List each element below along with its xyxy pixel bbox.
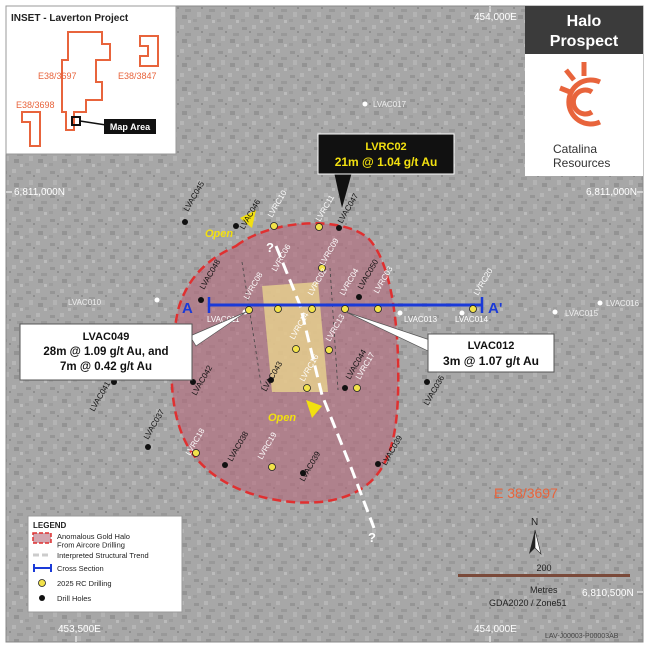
hole-label: LVAC011	[207, 315, 240, 324]
rc-hole	[353, 384, 361, 392]
hole-label: LVAC016	[606, 299, 640, 308]
hole-label: LVAC010	[68, 298, 102, 307]
section-label-a-prime: A'	[488, 300, 502, 317]
section-label-a: A	[182, 300, 193, 317]
drill-hole	[233, 223, 239, 229]
hole-label: LVAC017	[373, 100, 407, 109]
callout-lvrc02-title: LVRC02	[365, 141, 406, 153]
rc-hole	[315, 223, 323, 231]
rc-hole	[325, 346, 333, 354]
open-label-south: Open	[268, 412, 296, 424]
inset-tenement-sw	[21, 111, 41, 147]
rc-hole	[292, 345, 300, 353]
rc-hole	[274, 305, 282, 313]
drill-hole	[300, 470, 306, 476]
open-arrow-north-icon	[240, 210, 256, 228]
grid-northing-bottom-right: 6,810,500N	[582, 588, 634, 599]
drawing-number: LAV-J00003-P00003AB	[545, 633, 619, 640]
rc-hole	[192, 449, 200, 457]
tenement-label: E 38/3697	[494, 485, 558, 501]
structural-trend	[274, 245, 376, 529]
inset-map-area-label: Map Area	[110, 122, 151, 132]
legend-item-holes: Drill Holes	[57, 594, 91, 603]
drill-hole	[362, 101, 368, 107]
inset-tenement-label: E38/3697	[38, 71, 77, 81]
scale-value: 200	[536, 563, 551, 573]
grid-northing-right: 6,811,000N	[586, 187, 637, 198]
drill-hole	[375, 461, 381, 467]
callout-lvac049-line1: 28m @ 1.09 g/t Au, and	[43, 346, 168, 358]
rc-hole	[341, 305, 349, 313]
drill-hole	[397, 310, 403, 316]
inset-map: INSET - Laverton Project E38/3697 E38/38…	[5, 5, 177, 155]
drill-hole	[356, 294, 362, 300]
scale-bar	[458, 574, 630, 577]
drill-hole	[154, 297, 160, 303]
inset-tenement-label: E38/3698	[16, 100, 55, 110]
question-mark-bottom: ?	[368, 530, 376, 545]
callout-lvac012-title: LVAC012	[468, 340, 515, 352]
callout-lvac012	[427, 333, 555, 373]
grid-easting-bottom-right: 454,000E	[474, 624, 517, 635]
north-arrow-icon	[529, 529, 542, 555]
scale-units: Metres	[530, 585, 558, 595]
rc-hole	[270, 222, 278, 230]
drill-hole	[459, 310, 465, 316]
legend-item-section: Cross Section	[57, 564, 104, 573]
rc-hole	[308, 305, 316, 313]
grid-northing-left: 6,811,000N	[14, 187, 65, 198]
logo-line1: Catalina	[553, 142, 597, 156]
drill-hole	[597, 300, 603, 306]
callout-lvac012-line1: 3m @ 1.07 g/t Au	[443, 354, 539, 368]
drill-hole	[268, 377, 274, 383]
prospect-title-line2: Prospect	[550, 33, 619, 50]
hole-label: LVAC015	[565, 309, 599, 318]
drill-hole	[198, 297, 204, 303]
rc-hole	[303, 384, 311, 392]
rc-hole	[245, 306, 253, 314]
drill-hole	[182, 219, 188, 225]
rc-hole	[374, 305, 382, 313]
callout-lvrc02	[317, 133, 455, 175]
logo-line2: Resources	[553, 156, 610, 170]
drill-hole	[342, 385, 348, 391]
north-label: N	[531, 517, 538, 528]
drill-hole	[424, 379, 430, 385]
external-drill-holes: LVAC017 LVAC010 LVAC011 LVAC013 LVAC014 …	[68, 100, 640, 324]
callout-lvac049-title: LVAC049	[83, 331, 130, 343]
legend-title: LEGEND	[33, 521, 67, 530]
hole-label: LVAC013	[404, 315, 438, 324]
prospect-title-line1: Halo	[567, 13, 602, 30]
catalina-logo-icon	[559, 62, 602, 127]
hole-label: LVAC014	[455, 315, 489, 324]
open-arrow-south-icon	[306, 400, 322, 418]
legend-item-rc: 2025 RC Drilling	[57, 579, 112, 588]
callout-lvac049-line2: 7m @ 0.42 g/t Au	[60, 361, 152, 373]
callout-lvrc02-result: 21m @ 1.04 g/t Au	[335, 155, 438, 169]
drill-hole	[336, 225, 342, 231]
grid-easting-top: 454,000E	[474, 12, 517, 23]
grid-easting-bottom-left: 453,500E	[58, 624, 101, 635]
title-block: Halo Prospect Catalina Resources	[525, 6, 643, 176]
inset-tenement-outline	[61, 31, 111, 131]
drill-hole	[552, 309, 558, 315]
inset-title: INSET - Laverton Project	[11, 13, 129, 24]
question-mark-top: ?	[266, 240, 274, 255]
drill-hole	[222, 462, 228, 468]
inset-tenement-label: E38/3847	[118, 71, 157, 81]
scale-datum: GDA2020 / Zone51	[489, 598, 567, 608]
rc-hole	[318, 264, 326, 272]
legend-item-trend: Interpreted Structural Trend	[57, 551, 149, 560]
rc-hole	[469, 305, 477, 313]
open-label-north: Open	[205, 228, 233, 240]
drill-hole	[145, 444, 151, 450]
rc-hole	[268, 463, 276, 471]
inset-tenement-ne	[139, 35, 159, 67]
callout-lvac049	[19, 323, 193, 381]
